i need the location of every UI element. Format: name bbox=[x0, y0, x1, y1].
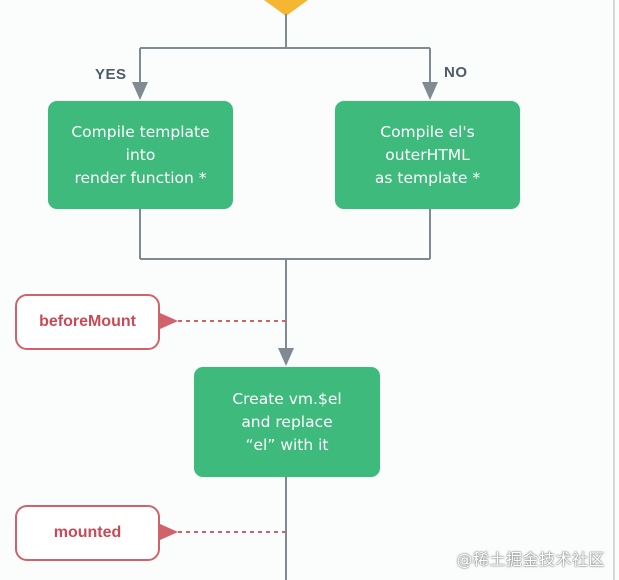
before-mount-hook: beforeMount bbox=[15, 294, 160, 350]
watermark: @稀土掘金技术社区 bbox=[456, 550, 605, 569]
decision-diamond-tip bbox=[264, 0, 308, 16]
create-el-box: Create vm.$el and replace “el” with it bbox=[194, 367, 380, 477]
compile-template-box: Compile template into render function * bbox=[48, 101, 233, 209]
mounted-hook: mounted bbox=[15, 505, 160, 561]
create-el-text: Create vm.$el and replace “el” with it bbox=[232, 389, 342, 454]
compile-el-box: Compile el's outerHTML as template * bbox=[335, 101, 520, 209]
compile-el-text: Compile el's outerHTML as template * bbox=[374, 122, 481, 187]
branch-label-no: NO bbox=[444, 64, 468, 81]
mounted-label: mounted bbox=[53, 524, 122, 541]
compile-template-text: Compile template into render function * bbox=[71, 122, 210, 187]
branch-label-yes: YES bbox=[95, 66, 127, 83]
before-mount-label: beforeMount bbox=[39, 313, 136, 330]
